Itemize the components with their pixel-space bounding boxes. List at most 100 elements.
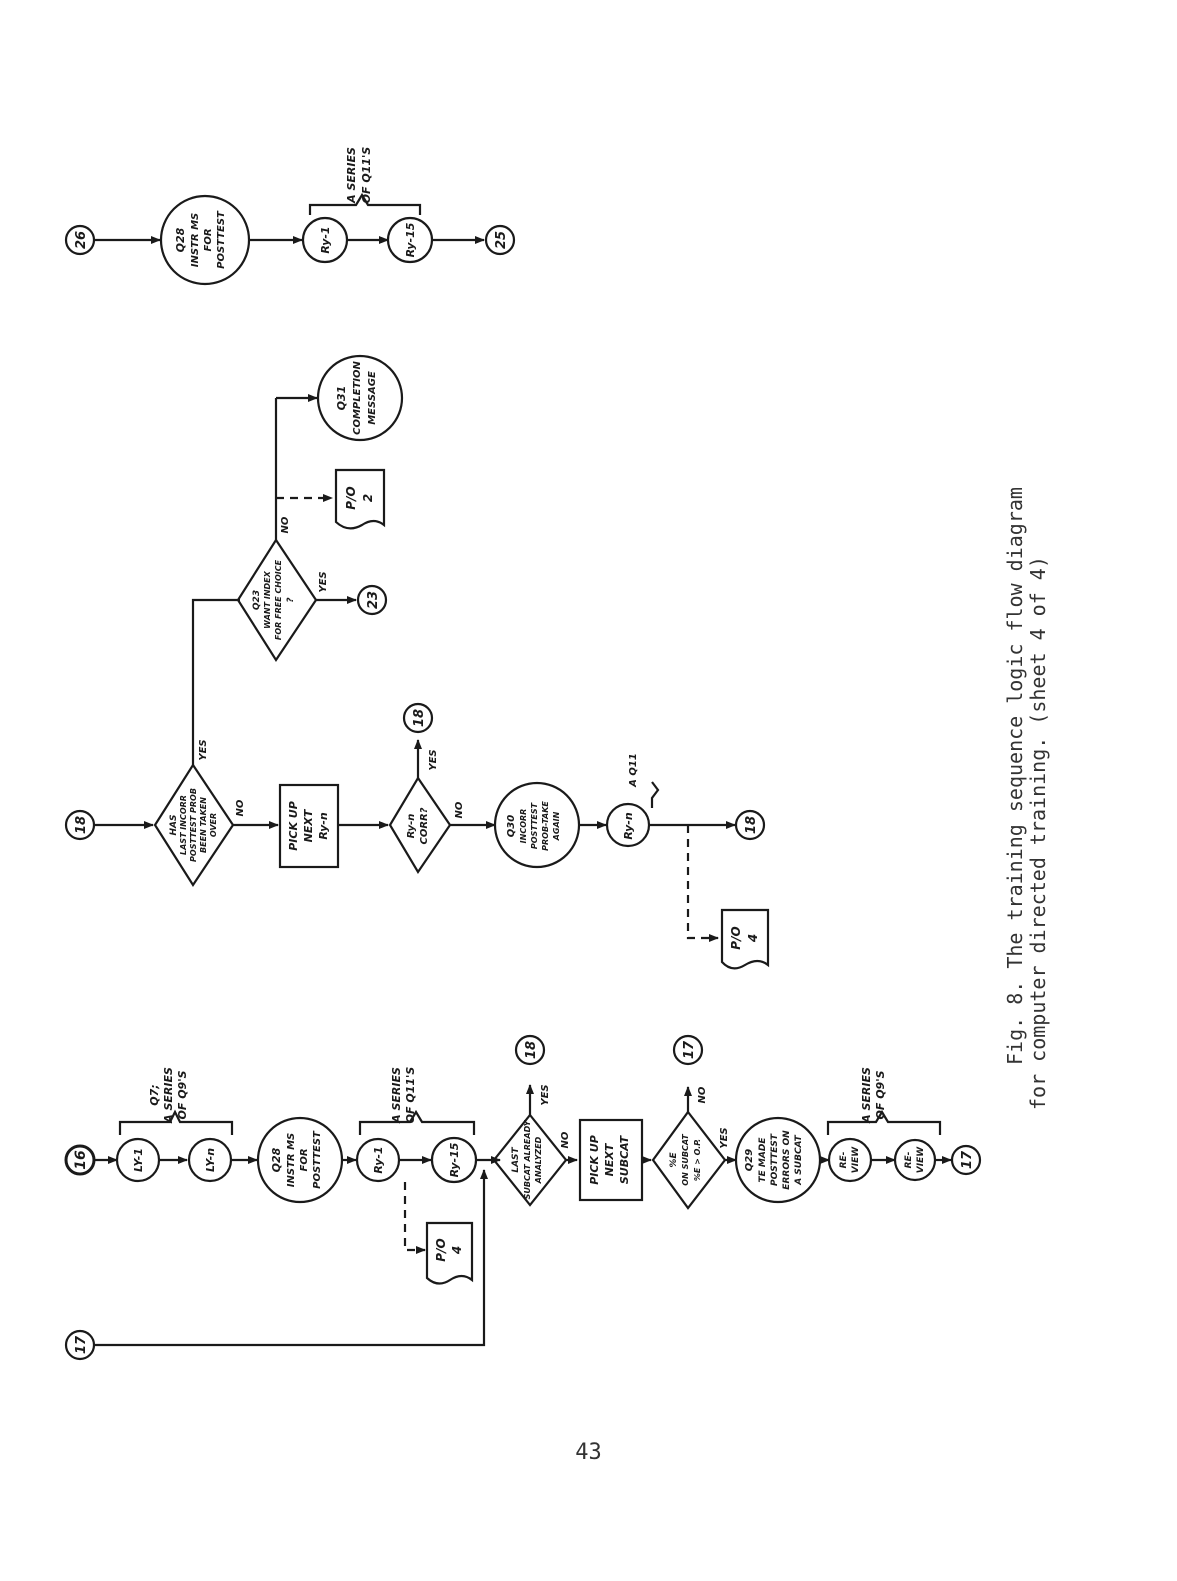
po4-doc-b (720, 908, 770, 970)
lbl-po4a-1: 4 (450, 1246, 464, 1255)
lbl-b-no: NO (235, 799, 246, 816)
dash-po4-a (403, 1182, 426, 1254)
lbl-18a: 18 (524, 1041, 539, 1059)
lbl-yes1: YES (540, 1084, 551, 1105)
lbl-has-3: BEEN TAKEN (199, 797, 208, 853)
brace-3 (826, 1109, 942, 1135)
lbl-po4a-0: P/O (434, 1238, 448, 1261)
lbl-brace1c: OF Q9'S (176, 1070, 189, 1119)
lbl-25: 25 (494, 231, 509, 249)
lbl-brace3b: OF Q9'S (874, 1070, 887, 1119)
lbl-brace3a: A SERIES (860, 1067, 873, 1124)
q31-node (316, 354, 404, 442)
lbl-brace2a: A SERIES (390, 1067, 403, 1124)
lbl-yes2: YES (719, 1127, 730, 1148)
lbl-pe-0: %E (669, 1152, 679, 1168)
lbl-pickup-b-0: PICK UP (287, 801, 300, 851)
lbl-q28b-1: INSTR MS (190, 213, 201, 267)
lbl-brace-d-b: OF Q11'S (360, 147, 373, 204)
lbl-po2-0: P/O (344, 486, 358, 509)
lbl-has-1: LAST INCORR (179, 795, 188, 855)
po4-doc-a (425, 1221, 474, 1285)
lbl-corr-0: Ry-n (406, 814, 417, 839)
lbl-pickup-b-1: NEXT (302, 808, 315, 842)
dash-po4-b (686, 825, 719, 942)
lbl-b-no2: NO (454, 801, 465, 818)
connector-17-b (950, 1144, 982, 1176)
lbl-has-4: OVER (209, 813, 218, 837)
lbl-brace1b: A SERIES (162, 1067, 175, 1124)
lbl-has-2: POSTTEST PROB (189, 788, 198, 862)
connector-25 (484, 224, 516, 256)
lbl-b-yes2: YES (428, 749, 439, 770)
brace-1 (118, 1109, 234, 1135)
lbl-q30-4: AGAIN (552, 811, 561, 841)
lbl-q30-2: POSTTEST (530, 802, 539, 849)
lbl-q28-3: POSTTEST (312, 1130, 323, 1189)
brace-d (308, 192, 422, 215)
lbl-has-0: HAS (169, 815, 179, 836)
lbl-rev1-1: VIEW (851, 1146, 861, 1173)
lbl-last-2: ANALYZED (534, 1136, 543, 1184)
lbl-ry1: Ry-1 (372, 1146, 385, 1173)
lbl-17b: 17 (960, 1150, 975, 1169)
connector-23 (356, 584, 388, 616)
lbl-rev1-0: RE- (839, 1151, 849, 1168)
lbl-rev2-0: RE- (904, 1151, 914, 1168)
lbl-q23-0: Q23 (252, 590, 262, 610)
lbl-ry15b: Ry-15 (404, 222, 417, 257)
lbl-q29-3: ERRORS ON (782, 1130, 792, 1190)
review2-node (893, 1138, 937, 1182)
lbl-pe-1: ON SUBCAT (681, 1134, 690, 1186)
lbl-q23-3: ? (286, 597, 296, 602)
caption-line-2: for computer directed training. (sheet 4… (1026, 556, 1050, 1110)
brace-aq11 (650, 781, 660, 808)
lbl-corr-1: CORR? (419, 807, 430, 844)
lbl-q28b-3: POSTTEST (216, 210, 227, 269)
has-last-yes-line (191, 598, 240, 765)
lbl-c-no: NO (280, 516, 291, 533)
lbl-q28b-0: Q28 (174, 227, 187, 252)
lbl-q28b-2: FOR (203, 228, 214, 251)
q23-diamond (236, 537, 318, 663)
connector-18-b (402, 702, 434, 734)
lbl-q30-1: INCORR (519, 809, 528, 844)
lbl-16: 16 (73, 1150, 89, 1170)
lbl-q31-0: Q31 (335, 386, 348, 411)
loop-17 (94, 1169, 488, 1347)
connector-18-a (514, 1034, 546, 1066)
pe-diamond (651, 1110, 727, 1210)
lbl-ryn: Ry-n (622, 812, 635, 840)
lbl-ry15: Ry-15 (448, 1142, 461, 1177)
connector-18-c (734, 809, 766, 841)
lbl-18-entry: 18 (74, 816, 89, 834)
review1-node (827, 1137, 873, 1183)
lbl-26: 26 (74, 231, 89, 249)
lbl-q23-2: FOR FREE CHOICE (274, 559, 283, 640)
lbl-po4b-0: P/O (729, 926, 743, 949)
lbl-q23-1: WANT INDEX (263, 570, 272, 628)
lbl-brace-d-a: A SERIES (345, 147, 358, 204)
caption-line-1: Fig. 8. The training sequence logic flow… (1003, 487, 1027, 1065)
page-number: 43 (575, 1440, 602, 1465)
lbl-no2: NO (697, 1086, 708, 1103)
lbl-q29-1: TE MADE (758, 1137, 768, 1183)
lbl-last-1: SUBCAT ALREADY (523, 1119, 532, 1199)
lbl-q29-2: POSTTEST (770, 1133, 780, 1186)
lbl-pickup-1: NEXT (603, 1142, 616, 1176)
lbl-q31-1: COMPLETION (352, 361, 363, 435)
lbl-ly1: LY-1 (132, 1148, 145, 1172)
lbl-no1: NO (560, 1131, 571, 1148)
lbl-pickup-0: PICK UP (588, 1135, 601, 1185)
lbl-q29-0: Q29 (744, 1149, 755, 1171)
lbl-q29-4: A SUBCAT (794, 1134, 804, 1185)
connector-17-a (672, 1034, 704, 1066)
lbl-lyn: LY-n (204, 1148, 217, 1172)
lbl-po4b-1: 4 (746, 934, 760, 943)
lbl-pe-2: %E > O.P. (693, 1139, 702, 1181)
brace-2 (358, 1109, 476, 1135)
lbl-q30-3: PROB-TAKE (541, 801, 550, 851)
ryn-corr-diamond (388, 775, 452, 875)
po2-doc (334, 468, 386, 530)
